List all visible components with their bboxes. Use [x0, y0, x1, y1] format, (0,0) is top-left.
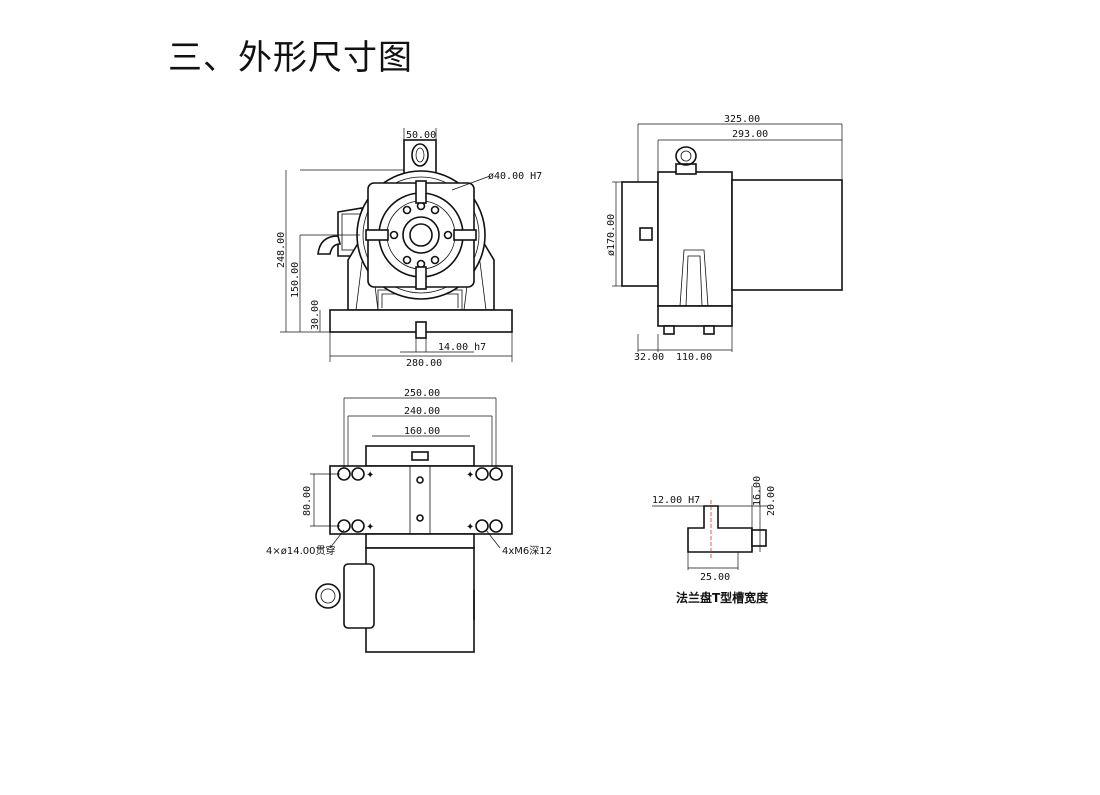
- top-body: ✦ ✦ ✦ ✦: [315, 445, 513, 653]
- t-slot-detail: 12.00 H7 16.00 20.00 25.00 法兰盘T型槽宽度: [652, 476, 777, 605]
- dim-slot-width: 160.00: [404, 426, 440, 437]
- dim-flange-thickness: 32.00: [634, 352, 664, 363]
- dim-eyelet-width: 50.00: [406, 130, 436, 141]
- dim-flange-diameter: ø170.00: [606, 214, 617, 256]
- t-slot-dimensions: [652, 486, 768, 570]
- front-dimensions: [280, 128, 513, 362]
- dim-t-slot-total-depth: 20.00: [766, 486, 777, 516]
- svg-text:✦: ✦: [366, 470, 374, 481]
- dim-hole-span-outer: 250.00: [404, 388, 440, 399]
- dim-body-length: 293.00: [732, 129, 768, 140]
- table-face: [356, 170, 486, 300]
- dim-bore-diameter: ø40.00 H7: [488, 171, 542, 182]
- dim-t-slot-width: 12.00 H7: [652, 495, 700, 506]
- dim-base-width: 280.00: [406, 358, 442, 369]
- t-slot-shape: [687, 500, 767, 560]
- side-dimensions: [612, 123, 843, 352]
- side-body: [621, 146, 843, 335]
- front-base: [329, 309, 513, 339]
- dim-hole-span-inner: 240.00: [404, 406, 440, 417]
- svg-text:✦: ✦: [466, 470, 474, 481]
- top-dimensions: [310, 397, 501, 549]
- top-view: ✦ ✦ ✦ ✦ 250.00 240.00 160.00: [266, 388, 552, 653]
- dim-key-width: 14.00 h7: [438, 342, 486, 353]
- svg-text:✦: ✦: [366, 522, 374, 533]
- t-slot-caption: 法兰盘T型槽宽度: [676, 590, 769, 605]
- dim-t-slot-head-width: 25.00: [700, 572, 730, 583]
- dim-total-length: 325.00: [724, 114, 760, 125]
- page-title: 三、外形尺寸图: [168, 38, 413, 78]
- lifting-eyelet: [403, 139, 437, 175]
- note-through-holes: 4×ø14.00贯穿: [266, 544, 336, 557]
- dim-base-height: 30.00: [310, 300, 321, 330]
- motor-side: [317, 207, 363, 257]
- dim-total-height: 248.00: [276, 232, 287, 268]
- note-tapped-holes: 4xM6深12: [502, 545, 552, 557]
- dim-center-height: 150.00: [290, 262, 301, 298]
- dim-t-slot-depth: 16.00: [752, 476, 763, 506]
- front-view: 50.00 ø40.00 H7 248.00 150.00 30.00 14.0…: [276, 128, 542, 369]
- side-view: 325.00 293.00 ø170.00 32.00 110.00: [606, 114, 843, 363]
- dim-base-length: 110.00: [676, 352, 712, 363]
- dim-hole-pitch: 80.00: [302, 486, 313, 516]
- svg-text:✦: ✦: [466, 522, 474, 533]
